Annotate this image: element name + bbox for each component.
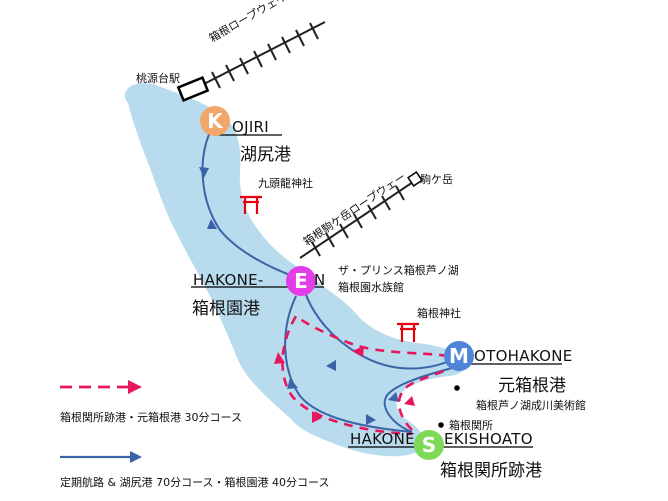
red-dashed-route: [281, 314, 451, 436]
legend-solid-text: 定期航路 & 湖尻港 70分コース・箱根園港 40分コース: [60, 476, 330, 489]
motohakone-label-en: OTOHAKONE: [474, 347, 573, 365]
checkpoint-label: 箱根関所: [449, 419, 493, 432]
sekishoato-prefix: HAKONE: [350, 430, 415, 448]
route-arrows-blue: [199, 167, 399, 425]
hakone-shrine-label: 箱根神社: [417, 307, 461, 320]
hakone-en-rest: N: [314, 271, 326, 289]
hakone-ropeway: [199, 21, 326, 89]
kojiri-label-jp: 湖尻港: [240, 145, 291, 165]
sekishoato-label-jp: 箱根関所跡港: [440, 461, 542, 481]
red-arrow-2: [274, 352, 285, 364]
komagatake-station: [407, 171, 423, 187]
motohakone-badge[interactable]: M: [444, 341, 474, 371]
route-kojiri-en: [201, 131, 299, 279]
komagatake-label: 駒ケ岳: [420, 173, 453, 186]
arrow-2: [207, 219, 217, 229]
sekishoato-rest: EKISHOATO: [444, 430, 533, 448]
prince-hotel-label: ザ・プリンス箱根芦ノ湖: [338, 264, 459, 277]
red-arrow-1: [352, 346, 364, 357]
arrow-3: [326, 360, 336, 371]
regular-routes: [201, 131, 453, 433]
red-arrow-3: [312, 411, 322, 423]
museum-point: [454, 385, 460, 391]
hakone-en-label-jp: 箱根園港: [192, 299, 260, 319]
sekishoato-badge[interactable]: S: [414, 430, 444, 460]
route-arrows-red: [274, 346, 415, 423]
legend-lines: [60, 380, 142, 463]
kuzuryu-shrine-label: 九頭龍神社: [258, 177, 313, 190]
aquarium-label: 箱根園水族館: [338, 281, 404, 294]
museum-label: 箱根芦ノ湖成川美術館: [476, 399, 586, 412]
legend-red-arrow: [128, 380, 142, 394]
hakone-shrine-torii: [397, 322, 419, 342]
arrow-5: [366, 414, 376, 425]
hakone-en-badge[interactable]: E: [286, 266, 316, 296]
checkpoint-point: [438, 422, 444, 428]
hakone-en-prefix: HAKONE-: [193, 271, 264, 289]
komagatake-ropeway: [299, 179, 417, 259]
legend-dashed-text: 箱根関所跡港・元箱根港 30分コース: [60, 411, 242, 424]
arrow-6: [388, 392, 399, 402]
arrow-1: [199, 167, 209, 178]
kojiri-badge[interactable]: K: [200, 106, 230, 136]
red-arrow-4: [404, 396, 415, 406]
kuzuryu-shrine-torii: [240, 195, 262, 214]
togendai-label: 桃源台駅: [136, 72, 180, 85]
motohakone-label-jp: 元箱根港: [498, 376, 566, 396]
togendai-station: [176, 76, 210, 102]
legend-blue-arrow: [130, 451, 142, 463]
arrow-4: [287, 378, 298, 389]
route-en-motohakone: [304, 291, 453, 370]
kojiri-label-en: OJIRI: [232, 118, 270, 136]
route-en-sekisho: [284, 295, 413, 433]
route-motohakone-sekisho: [383, 367, 453, 433]
